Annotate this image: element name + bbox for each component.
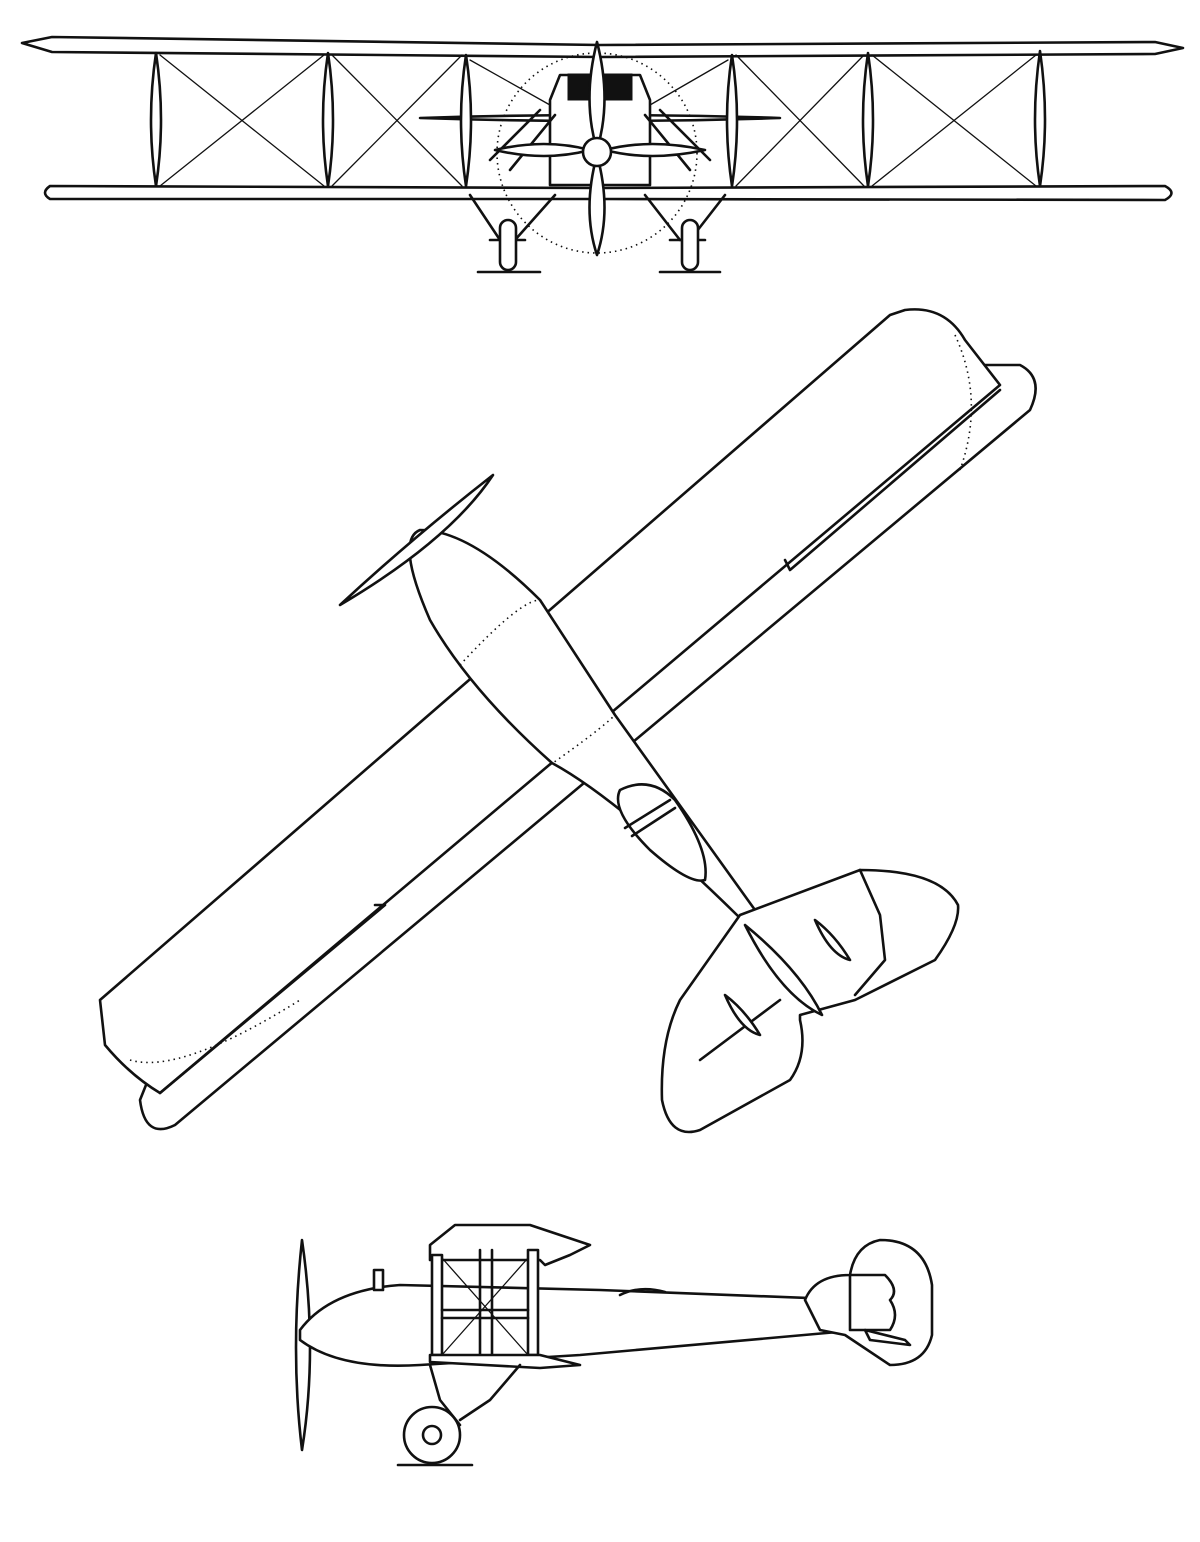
- side-tailplane: [863, 1328, 912, 1347]
- cabane-struts: [488, 108, 712, 172]
- side-gun-post: [372, 1268, 385, 1292]
- plan-view: [98, 308, 1037, 1134]
- undercarriage-front: [468, 193, 727, 274]
- side-fin: [803, 1238, 934, 1367]
- plan-aileron-left: [158, 903, 387, 1095]
- side-undercarriage: [396, 1363, 522, 1467]
- lower-wing: [43, 184, 1173, 202]
- side-propeller: [294, 1238, 312, 1452]
- bracing-wires: [159, 54, 1037, 187]
- side-view: [294, 1223, 934, 1467]
- plan-aileron-right: [783, 388, 1002, 572]
- plan-fin: [743, 923, 824, 1017]
- propeller-front: [493, 40, 707, 257]
- plan-propeller: [338, 473, 495, 607]
- side-cockpit: [618, 1287, 667, 1297]
- side-upper-wing: [428, 1223, 592, 1267]
- interplane-struts: [149, 49, 1047, 188]
- front-view: [20, 35, 1185, 274]
- upper-wing: [20, 35, 1185, 59]
- plan-cockpit: [616, 783, 707, 882]
- side-lower-wing: [428, 1353, 582, 1370]
